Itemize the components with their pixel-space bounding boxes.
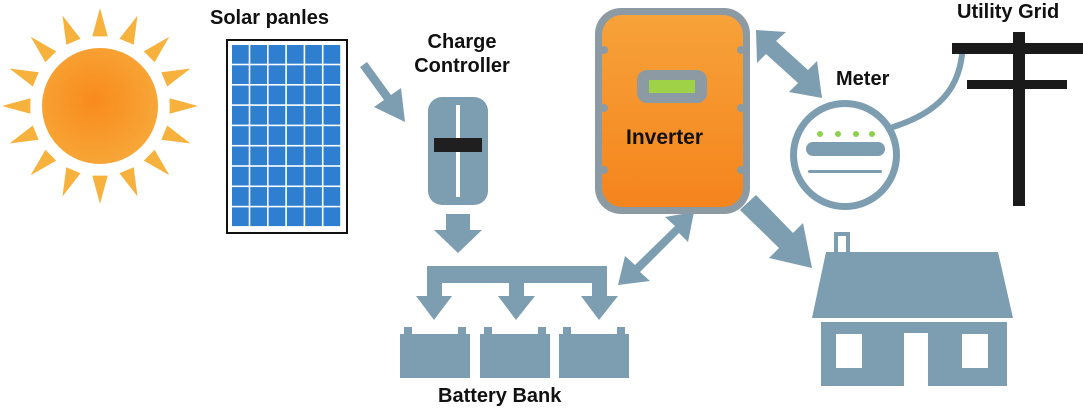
panel-cell: [232, 65, 249, 84]
panel-cell: [323, 105, 341, 125]
panel-cell: [232, 146, 249, 166]
panel-cell: [268, 166, 286, 186]
panel-cell: [286, 105, 304, 125]
arrow-controller-down: [434, 214, 482, 253]
panel-cell: [268, 85, 286, 105]
panel-cell: [305, 146, 322, 166]
panel-cell: [268, 187, 286, 206]
panel-cell: [268, 207, 286, 227]
sun-ray: [9, 125, 39, 144]
panel-cell: [286, 207, 304, 227]
panel-cell: [268, 146, 286, 166]
arrow-battery-inverter: [618, 212, 694, 285]
sun-ray: [30, 149, 57, 176]
charge-controller-icon: [428, 97, 488, 205]
panel-cell: [305, 85, 322, 105]
sun-ray: [92, 175, 108, 204]
panel-cell: [305, 187, 322, 206]
panel-cell: [250, 146, 267, 166]
sun-ray: [30, 36, 57, 63]
panel-cell: [250, 65, 267, 84]
panel-cell: [286, 126, 304, 145]
utility-pole-icon: [952, 32, 1083, 206]
inverter-label: Inverter: [626, 126, 704, 149]
battery-distribution-arrows: [416, 266, 618, 320]
sun-ray: [119, 15, 138, 45]
solar-panel-icon: [226, 39, 348, 234]
panel-cell: [232, 126, 249, 145]
sun-ray: [2, 98, 31, 114]
panel-cell: [305, 207, 322, 227]
panel-cell: [232, 105, 249, 125]
battery-bank-label: Battery Bank: [438, 385, 562, 407]
panel-cell: [250, 166, 267, 186]
panel-cell: [286, 65, 304, 84]
arrow-inverter-to-house: [740, 195, 812, 268]
panel-cell: [250, 105, 267, 125]
panel-cell: [232, 207, 249, 227]
panel-cell: [286, 166, 304, 186]
panel-cell: [323, 65, 341, 84]
panel-cell: [286, 146, 304, 166]
panel-cell: [305, 166, 322, 186]
panel-cell: [268, 126, 286, 145]
panel-cell: [323, 45, 341, 64]
panel-cell: [323, 126, 341, 145]
sun-ray: [161, 68, 191, 87]
battery-icon: [400, 327, 470, 378]
sun-ray: [92, 8, 108, 37]
arrow-panel-to-controller: [360, 62, 405, 122]
panel-cell: [250, 207, 267, 227]
meter-icon: [790, 100, 900, 210]
sun-ray: [62, 167, 81, 197]
charge-controller-label-line2: Controller: [414, 55, 510, 77]
battery-icon: [559, 327, 629, 378]
sun-icon: [2, 8, 198, 204]
sun-ray: [143, 149, 170, 176]
arrow-inverter-meter: [756, 30, 822, 98]
panel-cell: [250, 85, 267, 105]
battery-icon: [480, 327, 550, 378]
house-icon: [812, 232, 1013, 386]
meter-label: Meter: [836, 68, 890, 90]
charge-controller-label-line1: Charge: [427, 31, 497, 53]
panel-cell: [323, 85, 341, 105]
panel-cell: [305, 126, 322, 145]
panel-cell: [323, 166, 341, 186]
panel-cell: [323, 187, 341, 206]
sun-ray: [143, 36, 170, 63]
panel-cell: [305, 45, 322, 64]
solar-panels-label: Solar panles: [210, 7, 329, 29]
grid-wire: [890, 52, 965, 130]
sun-ray: [62, 15, 81, 45]
panel-cell: [268, 45, 286, 64]
panel-cell: [268, 105, 286, 125]
sun-ray: [9, 68, 39, 87]
panel-cell: [232, 187, 249, 206]
panel-cell: [268, 65, 286, 84]
panel-cell: [286, 45, 304, 64]
panel-cell: [250, 187, 267, 206]
inverter-icon: [595, 8, 750, 214]
sun-ray: [169, 98, 198, 114]
panel-cell: [232, 45, 249, 64]
panel-cell: [250, 126, 267, 145]
panel-cell: [250, 45, 267, 64]
panel-cell: [232, 85, 249, 105]
sun-ray: [119, 167, 138, 197]
panel-cell: [323, 146, 341, 166]
panel-cell: [323, 207, 341, 227]
panel-cell: [305, 65, 322, 84]
panel-cell: [232, 166, 249, 186]
utility-grid-label: Utility Grid: [957, 1, 1060, 23]
sun-ray: [161, 125, 191, 144]
panel-cell: [286, 85, 304, 105]
charge-controller-label: Charge Controller: [400, 30, 524, 78]
panel-cell: [305, 105, 322, 125]
sun-disc: [42, 48, 158, 164]
battery-bank: [400, 327, 629, 378]
panel-cell: [286, 187, 304, 206]
